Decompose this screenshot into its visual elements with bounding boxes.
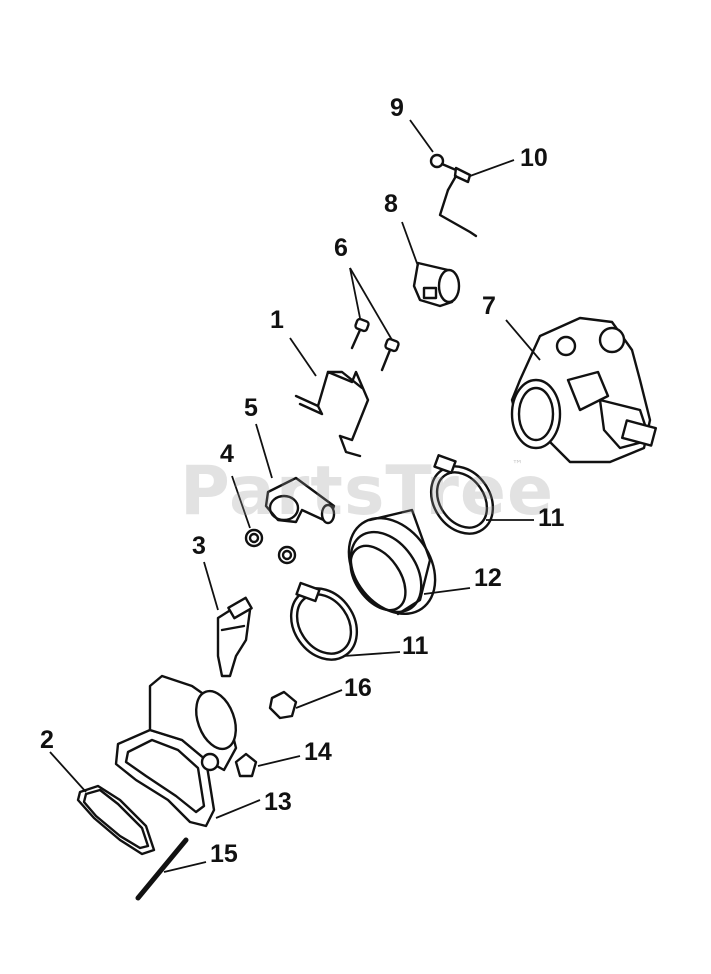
part-1-bracket xyxy=(294,370,370,458)
callout-7: 7 xyxy=(482,292,496,320)
part-14-plug xyxy=(234,752,258,778)
part-12-boot xyxy=(347,508,437,616)
part-13-manifold xyxy=(114,674,238,828)
callout-4: 4 xyxy=(220,440,234,468)
part-3-injector xyxy=(216,596,253,678)
part-16-nut xyxy=(268,690,298,720)
part-10-bracket xyxy=(438,166,478,238)
callout-8: 8 xyxy=(384,190,398,218)
callout-14: 14 xyxy=(304,738,332,766)
callout-5: 5 xyxy=(244,394,258,422)
watermark-trademark: ™ xyxy=(512,458,523,471)
watermark: PartsTree xyxy=(180,452,555,531)
part-15-stud xyxy=(135,837,189,901)
part-8-sensor xyxy=(412,261,461,308)
callout-9: 9 xyxy=(390,94,404,122)
callout-6: 6 xyxy=(334,234,348,262)
callout-10: 10 xyxy=(520,144,548,172)
part-4-o-rings xyxy=(244,528,297,565)
part-11-clamp-lower xyxy=(289,581,359,661)
callout-11-upper: 11 xyxy=(538,504,565,532)
callout-3: 3 xyxy=(192,532,206,560)
part-9-screw xyxy=(429,153,458,172)
callout-11-lower: 11 xyxy=(402,632,429,660)
part-5-elbow xyxy=(264,476,336,525)
callout-1: 1 xyxy=(270,306,284,334)
part-11-clamp-upper xyxy=(429,454,495,535)
part-6-screws xyxy=(350,317,400,372)
callout-15: 15 xyxy=(210,840,238,868)
callout-13: 13 xyxy=(264,788,292,816)
callout-12: 12 xyxy=(474,564,502,592)
callout-2: 2 xyxy=(40,726,54,754)
leader-lines xyxy=(49,119,541,873)
callout-16: 16 xyxy=(344,674,372,702)
part-2-gasket xyxy=(76,784,156,856)
part-7-throttle-body xyxy=(510,316,658,464)
